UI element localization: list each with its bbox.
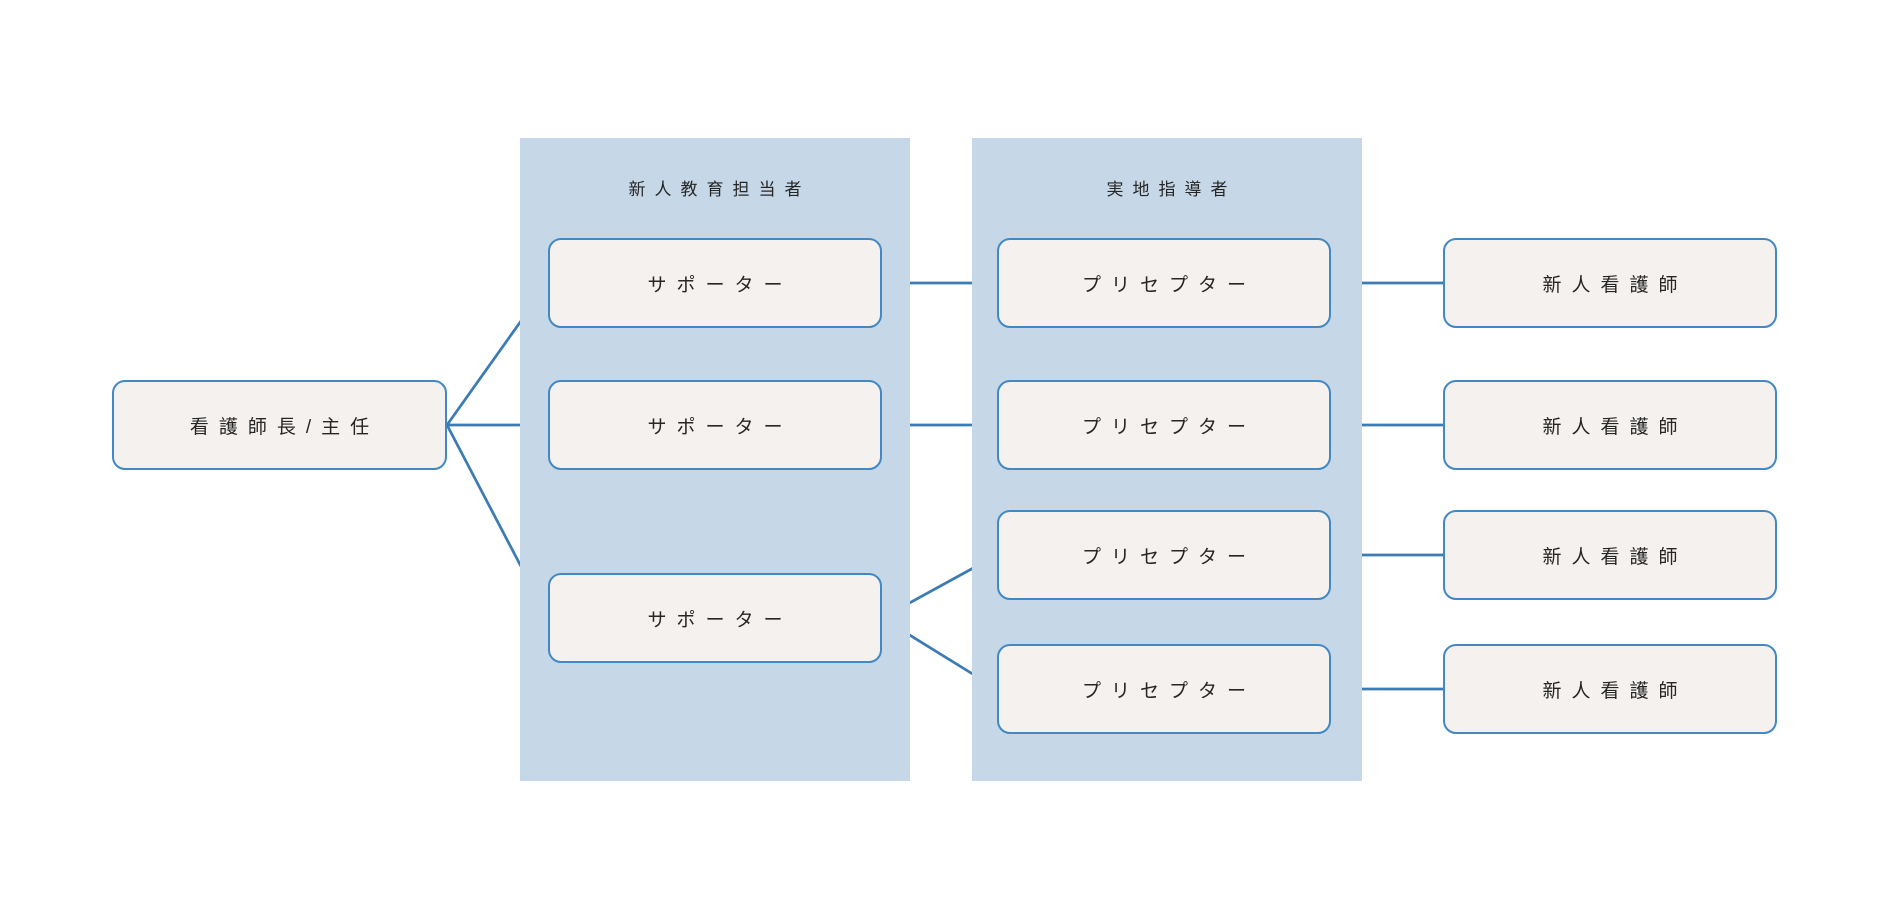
nurse-4-box: 新人看護師 bbox=[1443, 644, 1777, 734]
panel-new-staff-educators-title-text: 新人教育担当者 bbox=[628, 180, 811, 199]
nurse-1-label: 新人看護師 bbox=[1542, 274, 1688, 296]
supporter-1-box: サポーター bbox=[548, 238, 882, 328]
nurse-4-label: 新人看護師 bbox=[1542, 680, 1688, 702]
nurse-3-box: 新人看護師 bbox=[1443, 510, 1777, 600]
head-nurse-label: 看護師長/主任 bbox=[189, 416, 380, 438]
preceptor-1-box: プリセプター bbox=[997, 238, 1331, 328]
supporter-3-label: サポーター bbox=[647, 609, 793, 631]
nurse-1-box: 新人看護師 bbox=[1443, 238, 1777, 328]
supporter-2-box: サポーター bbox=[548, 380, 882, 470]
panel-new-staff-educators-title: 新人教育担当者 bbox=[520, 172, 910, 208]
preceptor-2-box: プリセプター bbox=[997, 380, 1331, 470]
panel-field-instructors-title-text: 実地指導者 bbox=[1106, 180, 1237, 199]
supporter-3-box: サポーター bbox=[548, 573, 882, 663]
supporter-1-label: サポーター bbox=[647, 274, 793, 296]
preceptor-1-label: プリセプター bbox=[1081, 274, 1256, 296]
panel-field-instructors-title: 実地指導者 bbox=[972, 172, 1362, 208]
nurse-2-box: 新人看護師 bbox=[1443, 380, 1777, 470]
preceptor-3-box: プリセプター bbox=[997, 510, 1331, 600]
preceptor-4-label: プリセプター bbox=[1081, 680, 1256, 702]
preceptor-3-label: プリセプター bbox=[1081, 546, 1256, 568]
nurse-3-label: 新人看護師 bbox=[1542, 546, 1688, 568]
preceptor-2-label: プリセプター bbox=[1081, 416, 1256, 438]
nurse-2-label: 新人看護師 bbox=[1542, 416, 1688, 438]
head-nurse-box: 看護師長/主任 bbox=[112, 380, 447, 470]
supporter-2-label: サポーター bbox=[647, 416, 793, 438]
preceptor-4-box: プリセプター bbox=[997, 644, 1331, 734]
